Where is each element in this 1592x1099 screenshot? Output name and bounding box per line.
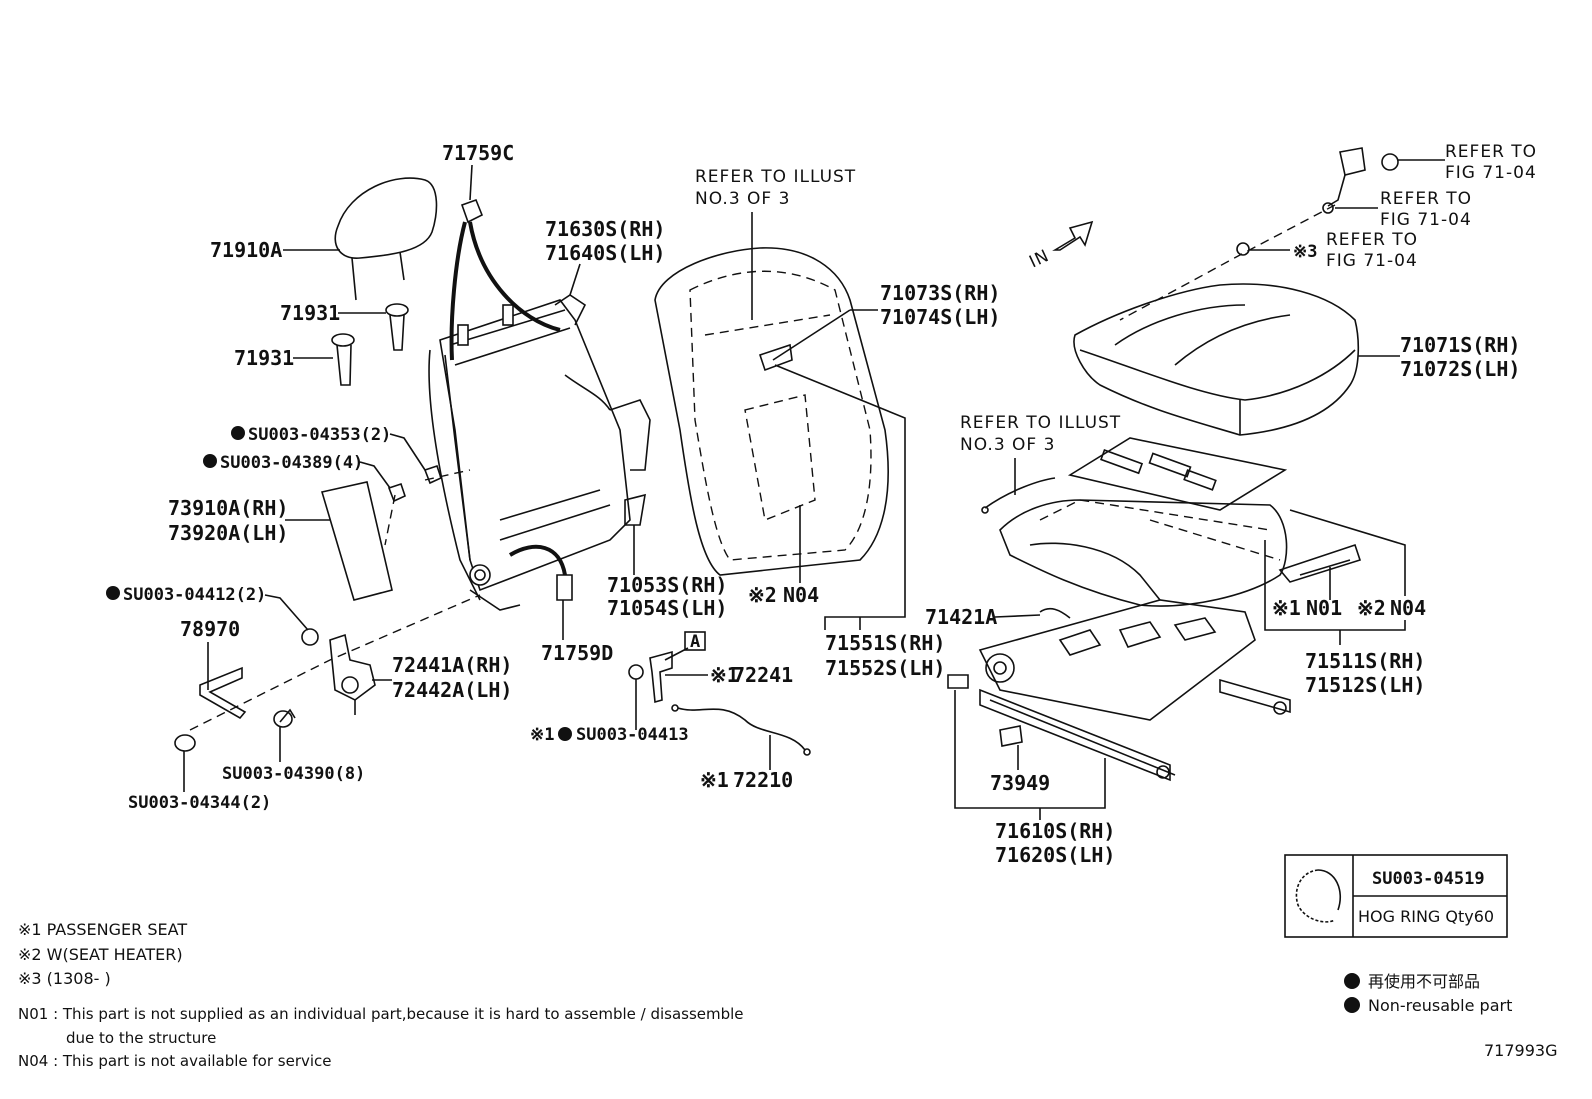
- label-su003-04413: SU003-04413: [576, 725, 689, 745]
- label-72441A: 72441A(RH): [392, 653, 512, 677]
- nut-su003-04412: [301, 628, 319, 646]
- label-71759C: 71759C: [442, 141, 514, 165]
- mark-n04-a: ※2: [748, 583, 777, 607]
- label-71610S: 71610S(RH): [995, 819, 1115, 843]
- side-cover-73910A: [320, 481, 393, 601]
- label-su003-04412: SU003-04412(2): [123, 585, 266, 605]
- seat-heater-N01: [1278, 543, 1362, 583]
- legend-en: Non-reusable part: [1368, 996, 1512, 1015]
- note-n04: N04 : This part is not available for ser…: [18, 1052, 332, 1070]
- label-71073S: 71073S(RH): [880, 281, 1000, 305]
- clip-71759C: [460, 164, 484, 224]
- label-box-a: A: [690, 632, 700, 652]
- label-71071S: 71071S(RH): [1400, 333, 1520, 357]
- figure-id: 717993G: [1484, 1041, 1557, 1060]
- label-71054S: 71054S(LH): [607, 596, 727, 620]
- label-refer-illust-1a: REFER TO ILLUST: [695, 167, 856, 187]
- label-su003-04353: SU003-04353(2): [248, 425, 391, 445]
- label-71072S: 71072S(LH): [1400, 357, 1520, 381]
- in-direction-arrow: [1052, 220, 1094, 251]
- label-su003-04344: SU003-04344(2): [128, 793, 271, 813]
- label-71552S: 71552S(LH): [825, 656, 945, 680]
- seatback-frame: [428, 299, 631, 611]
- label-refer-fig-2a: REFER TO: [1380, 189, 1472, 209]
- legend-jp: 再使用不可部品: [1368, 972, 1480, 991]
- note-n01-a: N01 : This part is not supplied as an in…: [18, 1005, 744, 1023]
- label-refer-fig-3b: FIG 71-04: [1326, 251, 1418, 271]
- label-71931-b: 71931: [234, 346, 294, 370]
- track-clip-73949: [999, 725, 1023, 747]
- label-in: IN: [1026, 246, 1052, 272]
- note-2: ※2 W(SEAT HEATER): [18, 945, 183, 964]
- label-71620S: 71620S(LH): [995, 843, 1115, 867]
- label-71910A: 71910A: [210, 238, 282, 262]
- label-71421A: 71421A: [925, 605, 997, 629]
- label-su003-04390: SU003-04390(8): [222, 764, 365, 784]
- grommet-ref-3: [1236, 242, 1250, 256]
- mark-n04-b: ※2: [1357, 596, 1386, 620]
- bolt-su003-04389: [387, 482, 406, 503]
- inset-part-no: SU003-04519: [1372, 869, 1485, 889]
- label-su003-04389: SU003-04389(4): [220, 453, 363, 473]
- label-72210: 72210: [733, 768, 793, 792]
- label-refer-illust-2a: REFER TO ILLUST: [960, 413, 1121, 433]
- label-n01: N01: [1306, 596, 1342, 620]
- inset-desc: HOG RING Qty60: [1358, 907, 1494, 926]
- bracket-78970: [199, 666, 247, 720]
- label-refer-fig-2b: FIG 71-04: [1380, 210, 1472, 230]
- mark-refer-fig-3: ※3: [1293, 242, 1317, 262]
- label-71511S: 71511S(RH): [1305, 649, 1425, 673]
- label-71074S: 71074S(LH): [880, 305, 1000, 329]
- seat-cushion-pad: [999, 437, 1288, 607]
- seatback-pad-cover: [654, 247, 889, 576]
- label-refer-illust-1b: NO.3 OF 3: [695, 189, 790, 209]
- seat-cushion-cover: [1073, 283, 1360, 436]
- cable-72210: [671, 704, 811, 756]
- label-refer-fig-1b: FIG 71-04: [1445, 163, 1537, 183]
- mark-72210: ※1: [700, 768, 729, 792]
- label-73920A: 73920A(LH): [168, 521, 288, 545]
- note-3: ※3 (1308- ): [18, 969, 111, 988]
- bolt-su003-04353: [423, 464, 442, 485]
- legend-dot-en: [1344, 997, 1360, 1013]
- legend-dot-jp: [1344, 973, 1360, 989]
- label-71551S: 71551S(RH): [825, 631, 945, 655]
- label-73910A: 73910A(RH): [168, 496, 288, 520]
- seat-cushion-frame: [978, 599, 1256, 721]
- headrest-guide-71931: [331, 303, 409, 386]
- label-n04-b: N04: [1390, 596, 1426, 620]
- note-1: ※1 PASSENGER SEAT: [18, 920, 187, 939]
- label-78970: 78970: [180, 617, 240, 641]
- label-refer-fig-3a: REFER TO: [1326, 230, 1418, 250]
- label-71931-a: 71931: [280, 301, 340, 325]
- callout-box-A: [684, 631, 706, 651]
- label-71630S: 71630S(RH): [545, 217, 665, 241]
- note-n01-b: due to the structure: [66, 1029, 216, 1047]
- label-71640S: 71640S(LH): [545, 241, 665, 265]
- label-71759D: 71759D: [541, 641, 613, 665]
- seat-track-assembly: [947, 674, 1291, 782]
- label-72241: 72241: [733, 663, 793, 687]
- label-refer-fig-1a: REFER TO: [1445, 142, 1537, 162]
- label-n04-a: N04: [783, 583, 819, 607]
- label-73949: 73949: [990, 771, 1050, 795]
- seat-belt-buckle: [1322, 147, 1399, 214]
- label-72442A: 72442A(LH): [392, 678, 512, 702]
- hog-ring-inset: [1284, 854, 1508, 938]
- mark-72241: ※1: [710, 663, 739, 687]
- label-71512S: 71512S(LH): [1305, 673, 1425, 697]
- mark-su003-04413: ※1: [530, 725, 554, 745]
- headrest-71910A: [334, 177, 438, 301]
- cap-su003-04344: [174, 734, 196, 752]
- label-refer-illust-2b: NO.3 OF 3: [960, 435, 1055, 455]
- mark-n01: ※1: [1272, 596, 1301, 620]
- recliner-72441A: [329, 633, 376, 715]
- label-71053S: 71053S(RH): [607, 573, 727, 597]
- bolt-su003-04390: [273, 708, 296, 728]
